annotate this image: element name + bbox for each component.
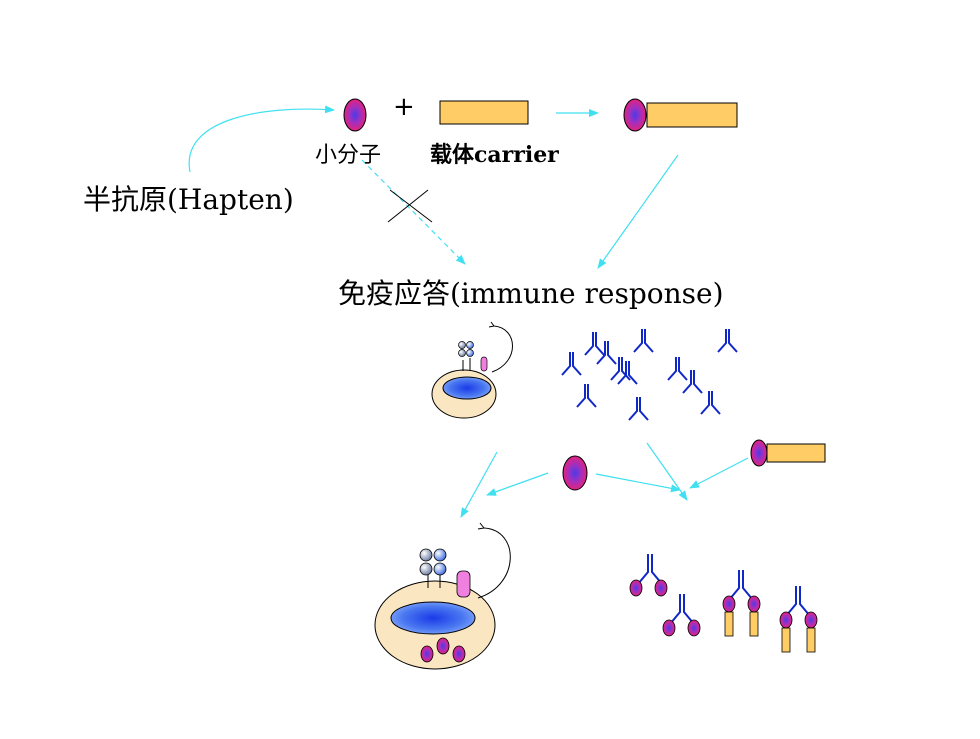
bound-carrier bbox=[724, 611, 734, 637]
antibody-complex-group bbox=[629, 554, 818, 653]
free-hapten bbox=[562, 455, 588, 491]
bound-hapten bbox=[747, 595, 761, 613]
antibody-icon bbox=[610, 357, 631, 381]
antibody-icon bbox=[584, 332, 605, 356]
bound-hapten bbox=[722, 595, 736, 613]
bound-carrier bbox=[749, 611, 759, 637]
arrow-ab-to-complex bbox=[646, 442, 688, 501]
antibody-icon bbox=[667, 357, 688, 381]
bound-hapten bbox=[629, 579, 643, 597]
blocked-cross-mark bbox=[387, 189, 433, 223]
arrow-cell-to-cell bbox=[460, 451, 498, 518]
plus-sign: + bbox=[393, 92, 415, 122]
antibody-icon bbox=[628, 397, 649, 421]
carrier-label: 载体carrier bbox=[430, 142, 559, 168]
conjugate-carrier-2 bbox=[766, 443, 826, 463]
bound-carrier bbox=[781, 627, 791, 653]
antibody-icon bbox=[682, 370, 703, 394]
bound-hapten bbox=[662, 619, 676, 637]
antibody-icon bbox=[700, 391, 721, 415]
b-cell-large bbox=[374, 522, 511, 670]
conjugate-hapten bbox=[623, 98, 647, 132]
bound-carrier bbox=[806, 627, 816, 653]
bound-hapten bbox=[687, 619, 701, 637]
bound-hapten bbox=[804, 611, 818, 629]
antibody-group bbox=[561, 329, 738, 421]
conjugate-hapten-2 bbox=[750, 439, 768, 467]
bound-hapten bbox=[779, 611, 793, 629]
arrow-conjugate-to-complex bbox=[689, 457, 749, 489]
arrow-hapten-to-ab bbox=[595, 473, 681, 493]
small-molecule-label: 小分子 bbox=[315, 143, 382, 168]
immune-response-label: 免疫应答(immune response) bbox=[338, 277, 724, 310]
antibody-icon bbox=[633, 329, 654, 353]
hapten-pointer-arrow bbox=[188, 105, 335, 173]
antibody-icon bbox=[596, 341, 617, 365]
antibody-complex bbox=[637, 554, 663, 585]
hapten-molecule bbox=[343, 98, 367, 132]
response-arrow bbox=[597, 154, 679, 269]
antibody-complex bbox=[669, 594, 695, 625]
b-cell-small bbox=[431, 321, 513, 419]
antibody-icon bbox=[576, 384, 597, 408]
conjugate-carrier bbox=[646, 102, 738, 128]
arrow-hapten-to-cell bbox=[486, 472, 549, 496]
hapten-label: 半抗原(Hapten) bbox=[83, 183, 294, 216]
antibody-icon bbox=[617, 361, 638, 385]
antibody-complex bbox=[728, 570, 754, 601]
bound-hapten bbox=[654, 579, 668, 597]
antibody-complex bbox=[785, 586, 811, 617]
no-response-arrow bbox=[361, 159, 466, 265]
antibody-icon bbox=[717, 329, 738, 353]
antibody-icon bbox=[561, 352, 582, 376]
carrier-protein bbox=[439, 100, 529, 125]
